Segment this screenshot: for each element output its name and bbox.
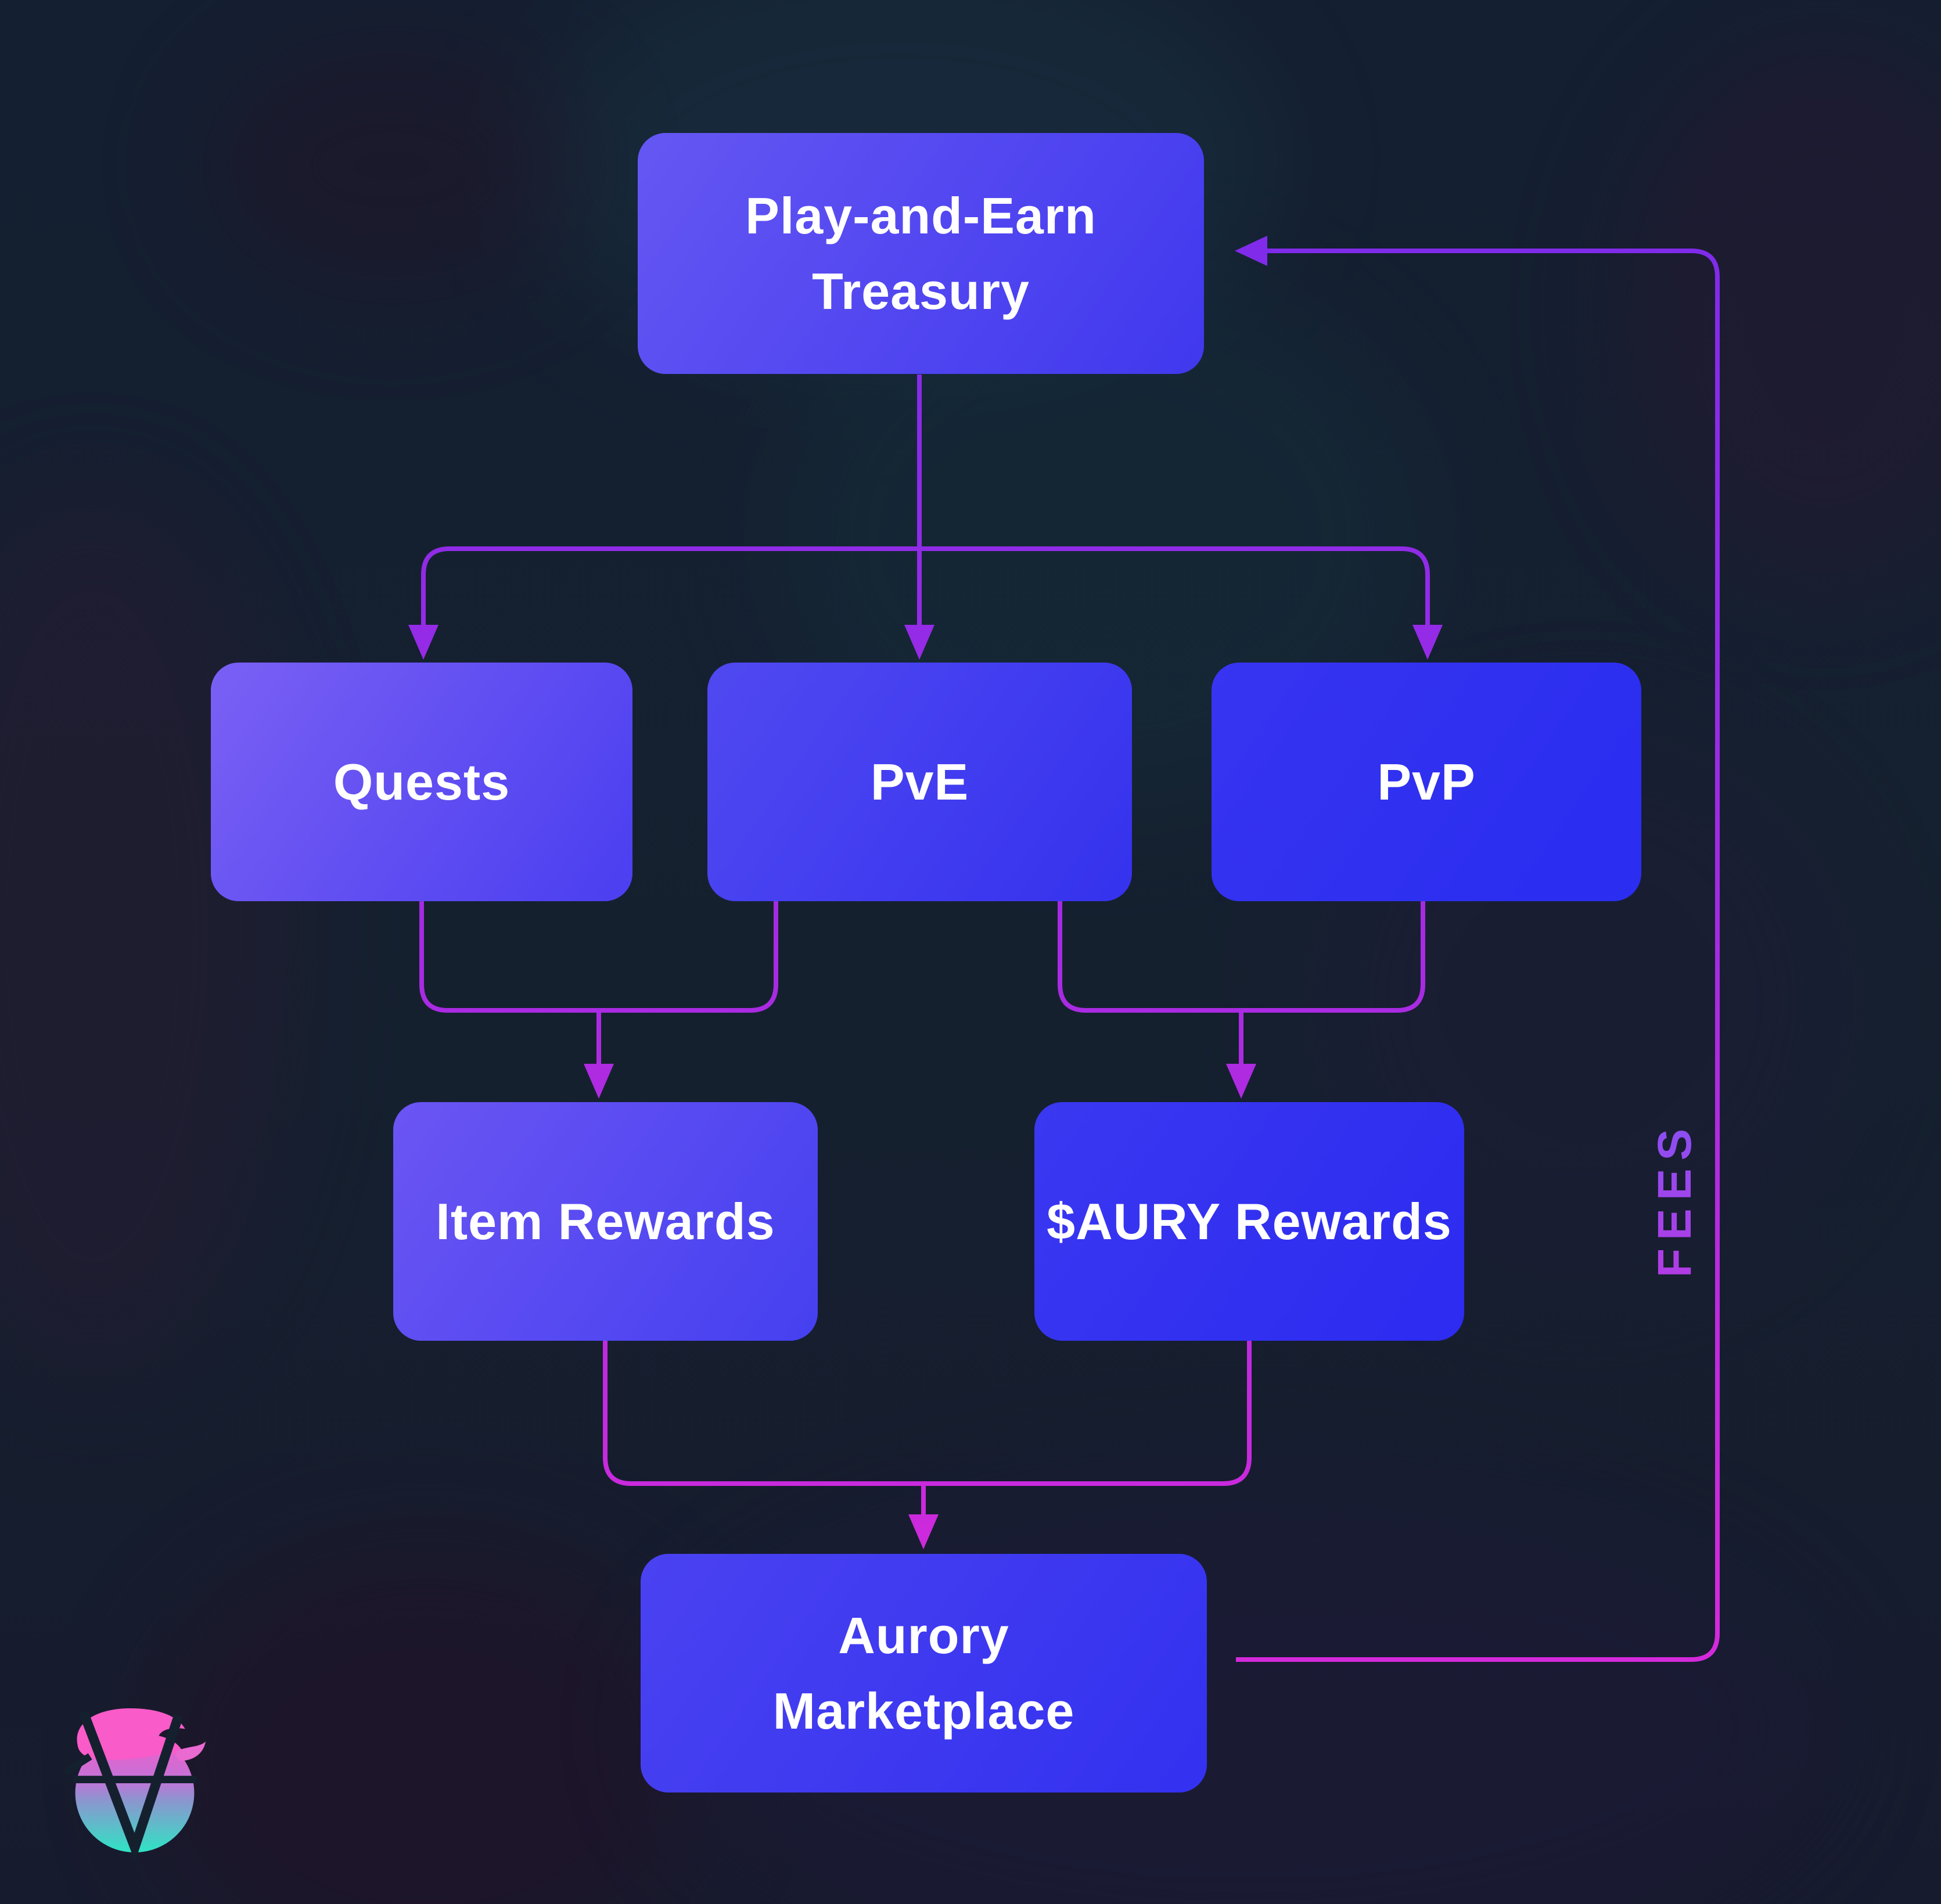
node-label: Aurory — [838, 1606, 1009, 1664]
edge-distribution-bar — [421, 546, 1430, 627]
fees-edge-label: FEES — [1648, 1120, 1701, 1278]
node-item-rewards: Item Rewards — [393, 1102, 818, 1341]
logo-slash — [63, 1753, 92, 1776]
arrowhead-into-treasury — [1235, 236, 1267, 266]
arrowhead-into-quests — [408, 625, 438, 660]
node-label: $AURY Rewards — [1047, 1192, 1452, 1250]
edge-fees-loop — [1236, 249, 1720, 1662]
edge-pve-pvp-merge — [1058, 901, 1425, 1013]
arrowhead-into-pvp — [1412, 625, 1443, 660]
edge-quests-pve-merge — [419, 901, 778, 1013]
node-label: Quests — [333, 753, 511, 811]
logo-flame-tip — [175, 1741, 206, 1761]
background-blob — [203, 35, 581, 296]
background-blob — [151, 1539, 703, 1904]
node-play-and-earn-treasury: Play-and-Earn Treasury — [638, 133, 1204, 374]
node-label: Treasury — [812, 262, 1030, 320]
node-pvp: PvP — [1212, 663, 1641, 901]
vaporwave-sun-v-logo — [63, 1708, 206, 1862]
logo-flame — [77, 1708, 185, 1760]
node-aury-rewards: $AURY Rewards — [1034, 1102, 1464, 1341]
node-label: Play-and-Earn — [745, 186, 1097, 244]
node-aurory-marketplace: Aurory Marketplace — [641, 1554, 1207, 1793]
node-quests: Quests — [211, 663, 632, 901]
node-label: Item Rewards — [436, 1192, 775, 1250]
arrowhead-into-item-rewards — [584, 1064, 614, 1099]
logo-horizon-line — [73, 1776, 197, 1784]
node-pve: PvE — [707, 663, 1132, 901]
arrowhead-into-marketplace — [908, 1514, 939, 1549]
logo-v-glyph — [78, 1709, 184, 1862]
node-label: PvP — [1377, 753, 1476, 811]
arrowhead-into-aury-rewards — [1226, 1064, 1256, 1099]
arrowhead-into-pve — [904, 625, 934, 660]
node-label: PvE — [870, 753, 969, 811]
node-label: Marketplace — [772, 1682, 1075, 1740]
background-blob — [1615, 35, 1941, 586]
edge-rewards-merge — [603, 1341, 1252, 1486]
